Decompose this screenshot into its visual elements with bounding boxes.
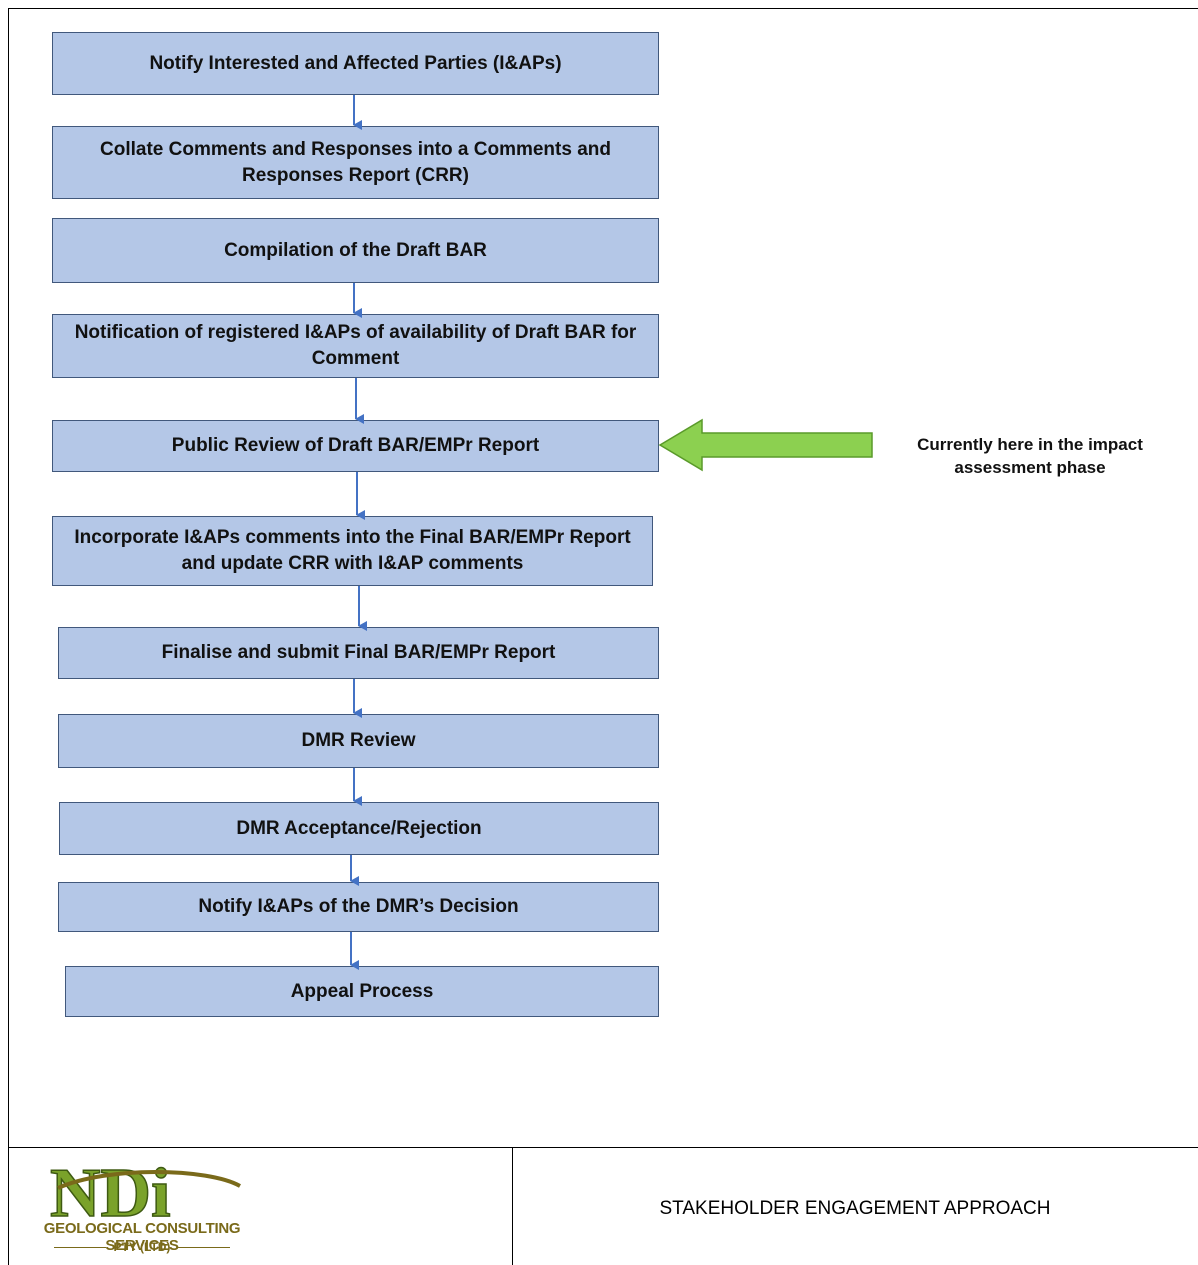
flow-step-label: Incorporate I&APs comments into the Fina… [74,527,631,574]
flow-step-label: DMR Acceptance/Rejection [236,817,482,839]
flow-step-label: Public Review of Draft BAR/EMPr Report [171,435,540,456]
flow-step-label: Notify Interested and Affected Parties (… [149,52,562,74]
current-step-pointer-arrow [658,418,873,472]
flow-step-notify-iaps: Notify Interested and Affected Parties (… [52,32,659,95]
flow-step-appeal: Appeal Process [65,966,659,1017]
flow-step-dmr-acceptance: DMR Acceptance/Rejection [59,802,659,855]
flow-step-public-review: Public Review of Draft BAR/EMPr Report [52,420,659,472]
flow-step-dmr-review: DMR Review [58,714,659,768]
logo-letters: NDi [50,1155,171,1232]
footer-divider-vertical [512,1147,513,1265]
footer-title: STAKEHOLDER ENGAGEMENT APPROACH [659,1198,1051,1219]
footer-divider-horizontal [8,1147,1198,1148]
flow-step-label: Finalise and submit Final BAR/EMPr Repor… [161,642,556,663]
flow-step-label: Notification of registered I&APs of avai… [74,322,637,369]
flow-step-collate-comments: Collate Comments and Responses into a Co… [52,126,659,199]
company-logo: NDi [49,1154,241,1233]
flow-step-draft-bar: Compilation of the Draft BAR [52,218,659,283]
current-phase-note: Currently here in the impact assessment … [917,435,1143,477]
page-frame [8,8,1198,1265]
flow-step-label: Collate Comments and Responses into a Co… [100,138,611,186]
flow-step-incorporate-comments: Incorporate I&APs comments into the Fina… [52,516,653,586]
flow-step-label: Compilation of the Draft BAR [224,239,487,261]
flow-step-label: DMR Review [301,730,416,751]
flow-step-label: Notify I&APs of the DMR’s Decision [198,896,519,917]
flow-step-notification-registered: Notification of registered I&APs of avai… [52,314,659,378]
logo-company-suffix: PTY (LTD) [22,1240,262,1254]
flow-step-label: Appeal Process [290,980,434,1002]
flow-step-notify-decision: Notify I&APs of the DMR’s Decision [58,882,659,932]
